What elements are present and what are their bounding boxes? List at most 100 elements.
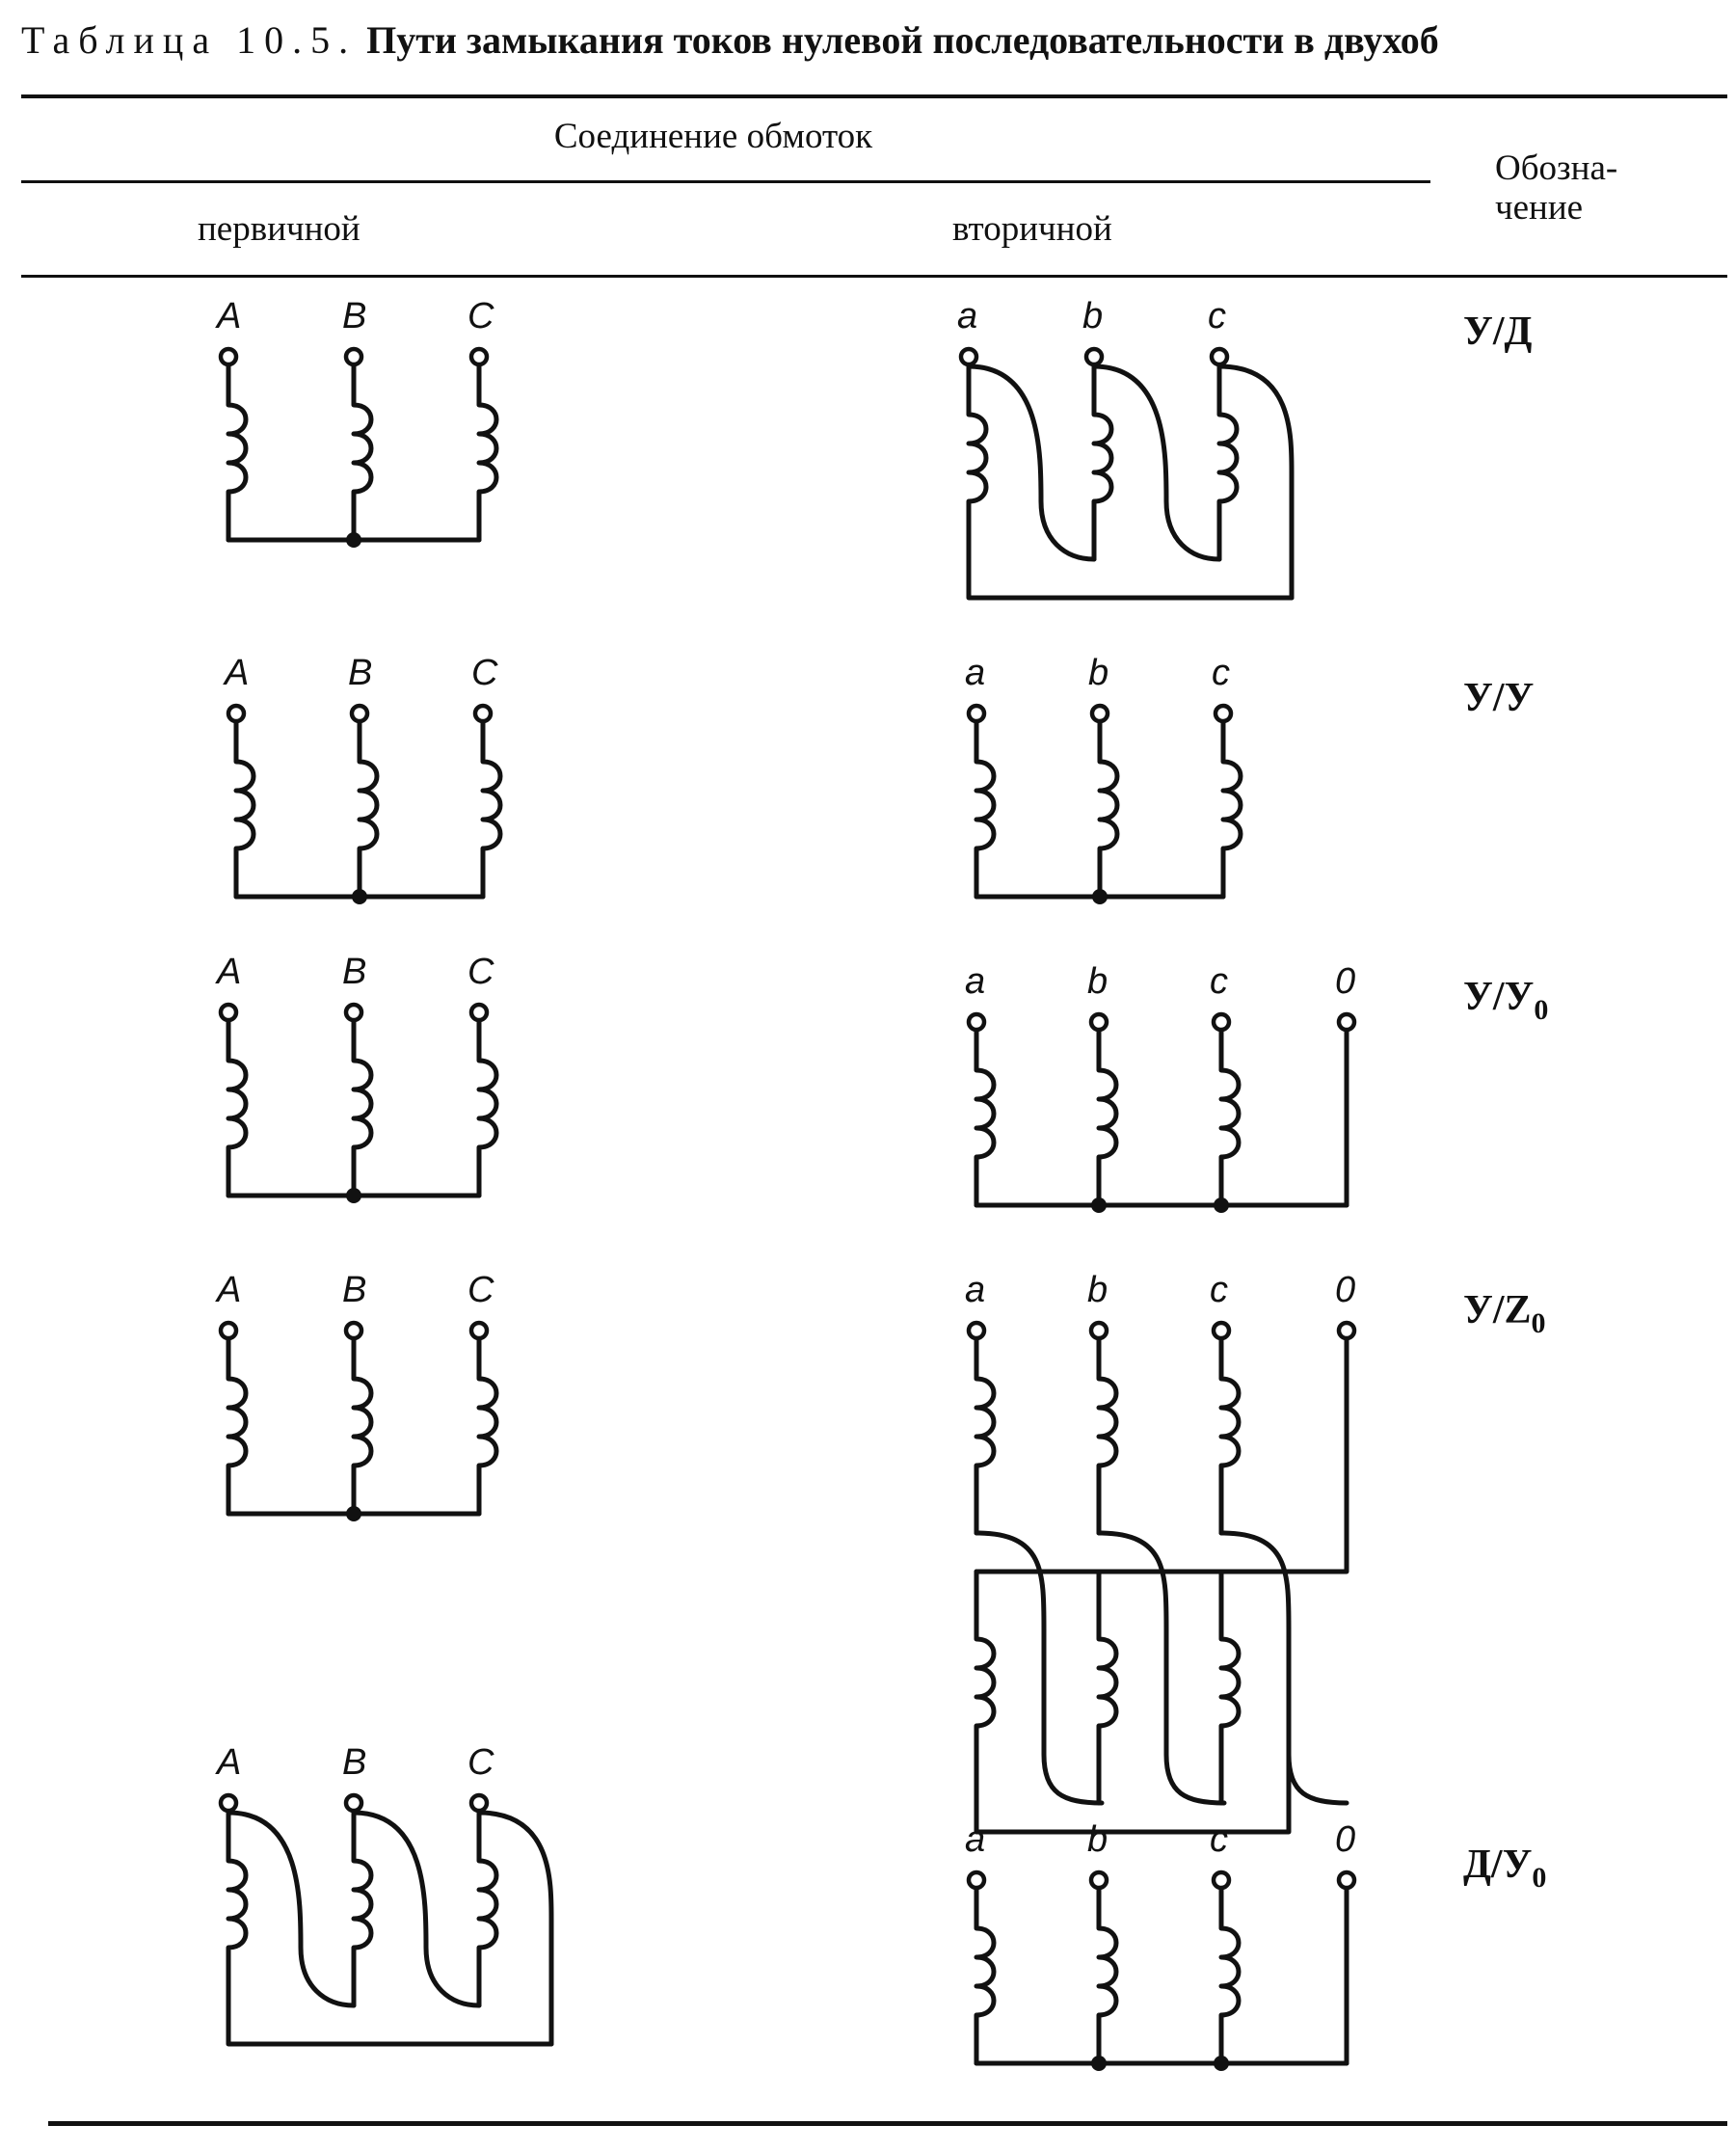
terminal-C	[468, 1002, 490, 1023]
table-title-number: Таблица 10.5.	[21, 18, 358, 62]
terminal-label-b: b	[1087, 961, 1108, 1002]
neutral-bus	[974, 1335, 1349, 1574]
terminal-b	[1089, 703, 1110, 724]
winding-upper-b	[1096, 1335, 1119, 1536]
star-point	[346, 532, 361, 548]
terminal-A	[226, 703, 247, 724]
star-point	[346, 1188, 361, 1203]
terminal-label-a: a	[957, 296, 977, 336]
terminal-label-C: C	[467, 1270, 494, 1310]
row-4-primary: A B C	[215, 1270, 499, 1521]
terminal-label-a: a	[965, 1270, 985, 1310]
winding-A	[226, 1335, 249, 1517]
winding-A	[226, 362, 249, 543]
delta-link	[476, 1810, 554, 2047]
winding-b	[1097, 718, 1120, 900]
terminal-a	[966, 1320, 987, 1341]
winding-B	[351, 1017, 374, 1198]
winding-b	[1096, 1885, 1119, 2066]
bottom-rule	[48, 2121, 1727, 2126]
row-4-secondary: a b c 0	[965, 1270, 1357, 1835]
terminal-a	[966, 1011, 987, 1033]
terminal-label-A: A	[215, 1270, 241, 1310]
star-point	[1091, 2056, 1107, 2071]
delta-link	[1216, 363, 1295, 601]
delta-link	[226, 1810, 357, 2008]
winding-B	[357, 718, 380, 900]
winding-c	[1218, 1027, 1242, 1208]
designation-row-5: Д/У0	[1463, 1843, 1547, 1894]
terminal-label-B: B	[342, 1270, 366, 1310]
winding-upper-c	[1218, 1335, 1242, 1536]
terminal-label-0: 0	[1335, 1270, 1355, 1310]
terminal-B	[343, 1792, 364, 1814]
terminal-b	[1088, 1011, 1109, 1033]
star-point	[1091, 1197, 1107, 1213]
header-winding-connection: Соединение обмоток	[553, 117, 873, 156]
winding-upper-a	[974, 1335, 997, 1536]
neutral-junction	[1214, 2056, 1229, 2071]
terminal-C	[468, 1792, 490, 1814]
winding-b	[1096, 1027, 1119, 1208]
terminal-c	[1211, 1870, 1232, 1891]
terminal-label-c: c	[1210, 1819, 1228, 1860]
winding-C	[476, 1335, 499, 1517]
terminal-label-B: B	[342, 952, 366, 992]
terminal-0	[1336, 1870, 1357, 1891]
terminal-label-b: b	[1087, 1270, 1108, 1310]
terminal-label-A: A	[223, 653, 249, 693]
designation-row-3: У/У0	[1463, 975, 1549, 1026]
star-point	[1092, 889, 1108, 904]
terminal-c	[1213, 703, 1234, 724]
designation-row-2: У/У	[1463, 676, 1535, 720]
terminal-a	[958, 346, 979, 367]
header-group-rule	[21, 180, 1430, 183]
winding-B	[351, 1808, 374, 2008]
terminal-C	[468, 346, 490, 367]
terminal-label-B: B	[342, 1742, 366, 1783]
winding-lower-a	[974, 1569, 997, 1806]
winding-C	[476, 362, 499, 543]
terminal-label-c: c	[1210, 961, 1228, 1002]
terminal-0	[1336, 1320, 1357, 1341]
winding-a	[966, 362, 989, 562]
winding-A	[226, 1808, 249, 2008]
table-title-text: Пути замыкания токов нулевой последовате…	[366, 18, 1439, 62]
terminal-label-c: c	[1210, 1270, 1228, 1310]
terminal-b	[1083, 346, 1105, 367]
terminal-A	[218, 1002, 239, 1023]
header-bottom-rule	[21, 275, 1727, 278]
winding-C	[476, 1017, 499, 1198]
delta-link	[966, 363, 1097, 562]
winding-c	[1220, 718, 1243, 900]
winding-A	[233, 718, 256, 900]
terminal-b	[1088, 1870, 1109, 1891]
winding-B	[351, 1335, 374, 1517]
winding-lower-b	[1096, 1569, 1119, 1806]
zigzag-cross-b	[1096, 1530, 1227, 1806]
terminal-label-A: A	[215, 296, 241, 336]
delta-return	[966, 556, 1295, 601]
header-primary: первичной	[198, 209, 361, 249]
terminal-label-0: 0	[1335, 961, 1355, 1002]
winding-a	[974, 1885, 997, 2066]
terminal-label-a: a	[965, 1819, 985, 1860]
winding-C	[480, 718, 503, 900]
header-secondary: вторичной	[952, 209, 1112, 249]
terminal-label-B: B	[348, 653, 372, 693]
winding-A	[226, 1017, 249, 1198]
terminal-a	[966, 703, 987, 724]
terminal-B	[343, 1002, 364, 1023]
winding-a	[974, 1027, 997, 1208]
terminal-A	[218, 1792, 239, 1814]
terminal-c	[1211, 1011, 1232, 1033]
star-point	[346, 1506, 361, 1521]
terminal-label-B: B	[342, 296, 366, 336]
